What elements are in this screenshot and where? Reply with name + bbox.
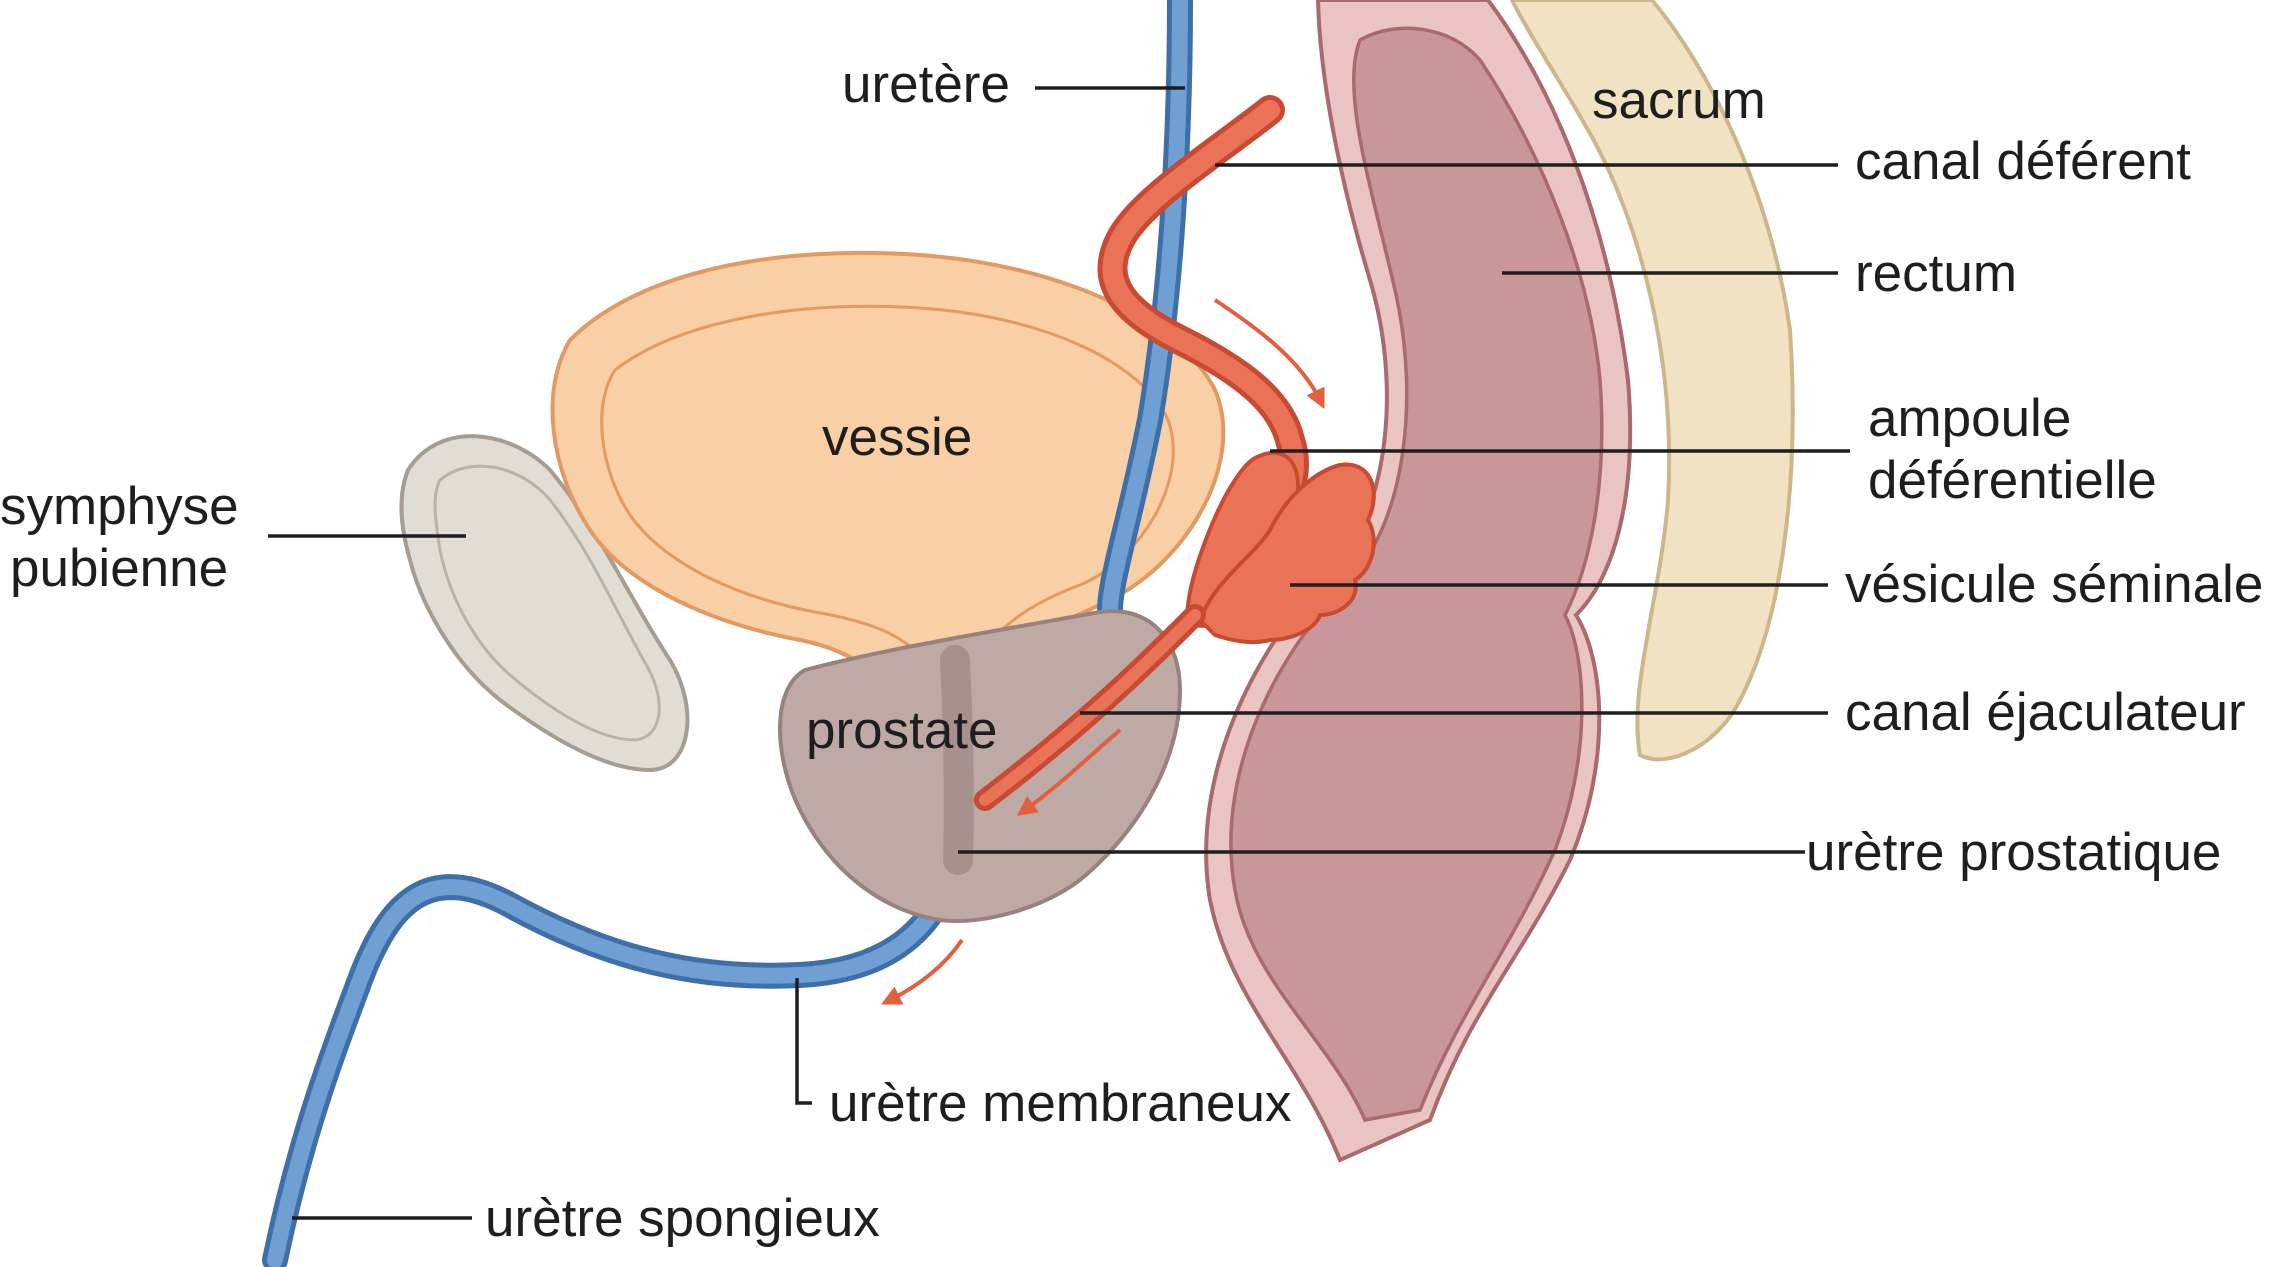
label-ampoule-1: ampoule: [1868, 389, 2071, 448]
urethra-fill: [267, 842, 968, 1267]
label-vesicule-seminale: vésicule séminale: [1845, 555, 2263, 614]
seminal-vesicle-shape: [1197, 462, 1376, 645]
prostatic-urethra: [940, 645, 974, 875]
label-symphyse-1: symphyse: [0, 477, 239, 536]
label-rectum: rectum: [1855, 244, 2017, 303]
label-uretre-membraneux: urètre membraneux: [829, 1074, 1291, 1133]
prostate-shape: [778, 609, 1183, 923]
symphysis-shape: [399, 434, 690, 773]
ejaculatory-duct-fill: [979, 609, 1201, 806]
rectum-lumen: [1229, 26, 1604, 1122]
flow-arrow-vas: [1213, 298, 1325, 409]
label-canal-ejaculateur: canal éjaculateur: [1845, 683, 2246, 742]
label-vessie: vessie: [822, 408, 972, 467]
bladder-inner-wall: [600, 304, 1175, 657]
leader-uretre-membraneux: [795, 978, 812, 1105]
symphysis-inner: [433, 464, 661, 742]
label-canal-deferent: canal déférent: [1855, 132, 2191, 191]
label-ampoule-2: déférentielle: [1868, 451, 2157, 510]
label-uretere: uretère: [842, 55, 1010, 114]
label-prostate: prostate: [806, 701, 998, 760]
label-uretre-prostatique: urètre prostatique: [1806, 823, 2221, 882]
ureter-fill: [1102, 0, 1188, 618]
label-symphyse-2: pubienne: [10, 539, 228, 598]
flow-arrow-urethra: [881, 938, 964, 1005]
label-uretre-spongieux: urètre spongieux: [485, 1189, 880, 1248]
flow-arrow-ejaculatory: [1016, 728, 1122, 816]
label-sacrum: sacrum: [1592, 71, 1766, 130]
